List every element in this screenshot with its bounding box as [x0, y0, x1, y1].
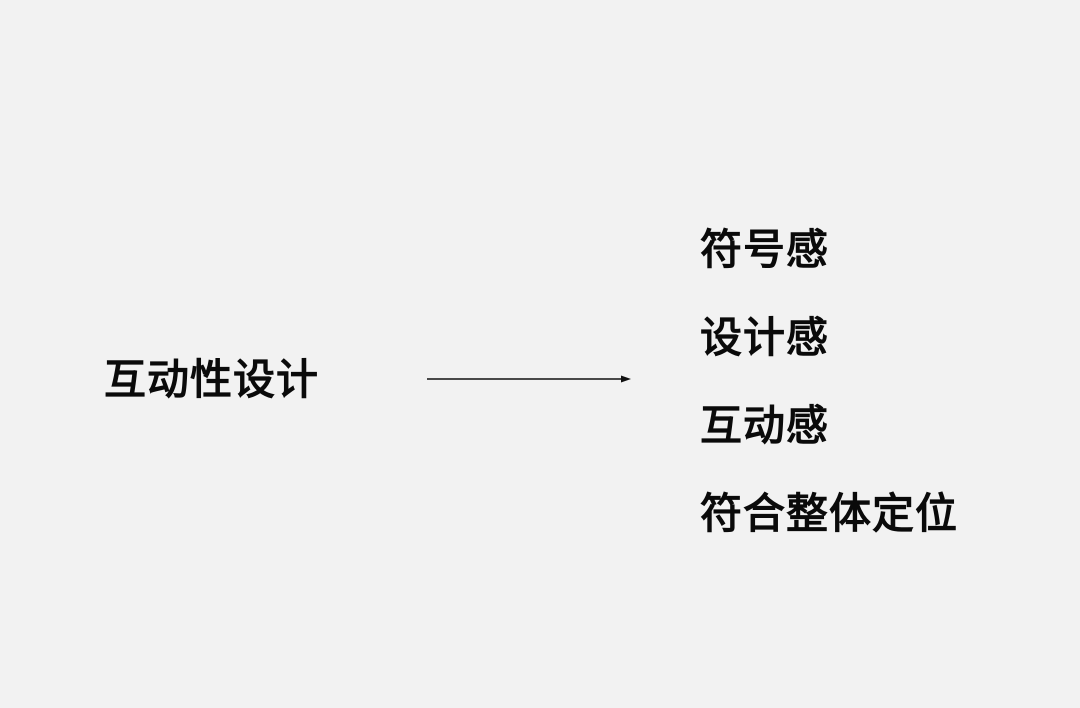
target-item-design-sense: 设计感	[700, 313, 830, 362]
source-node-label: 互动性设计	[104, 355, 320, 404]
right-arrow-icon	[427, 375, 631, 383]
target-item-interaction-sense: 互动感	[700, 401, 830, 450]
target-item-symbol-sense: 符号感	[700, 225, 830, 274]
target-list: 符号感 设计感 互动感 符合整体定位	[700, 222, 1040, 574]
target-item-overall-positioning: 符合整体定位	[700, 489, 959, 538]
